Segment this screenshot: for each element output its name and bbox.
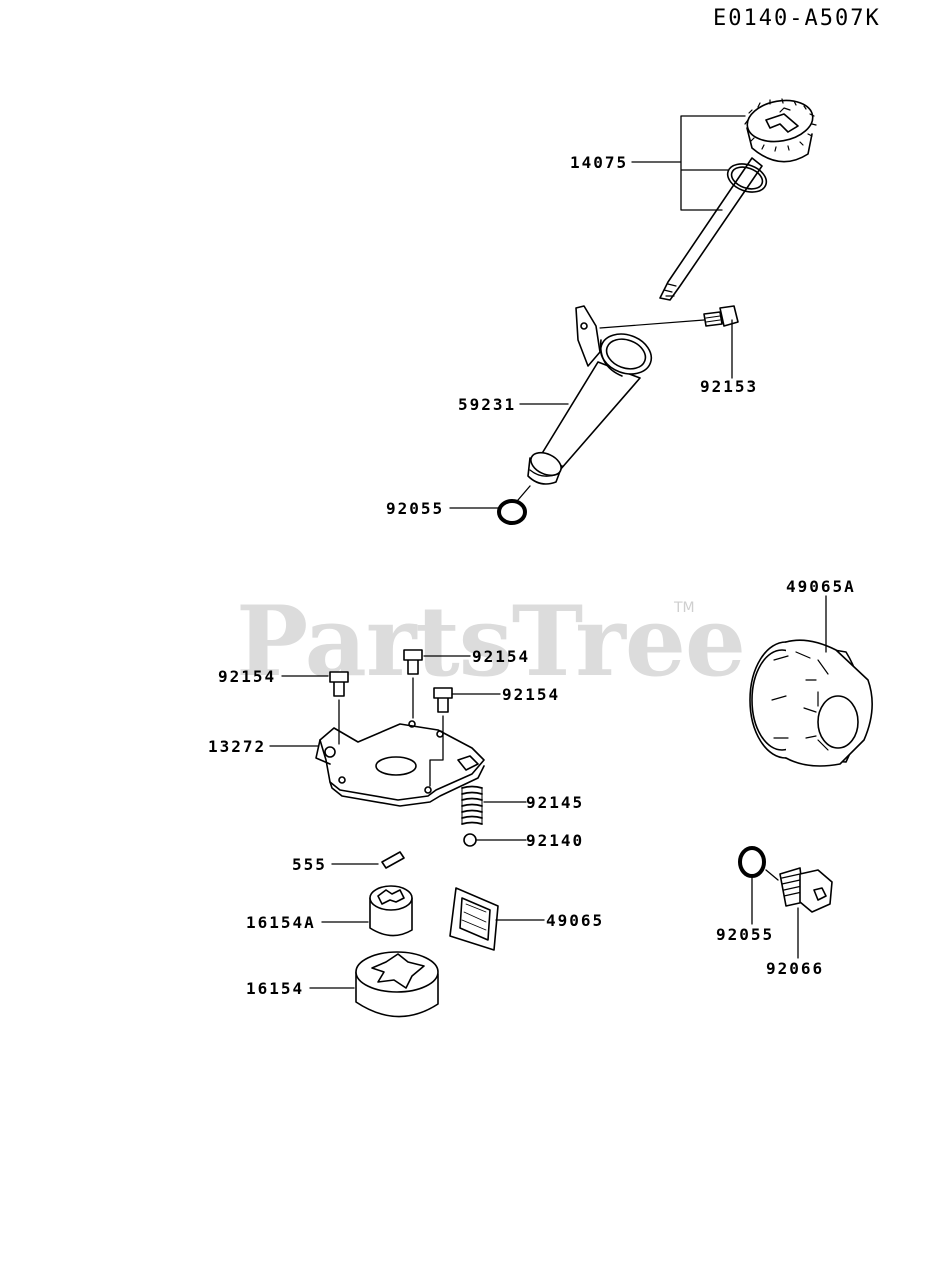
- part-label-92055-lower[interactable]: 92055: [716, 925, 775, 944]
- part-label-14075[interactable]: 14075: [570, 153, 629, 172]
- part-label-92145[interactable]: 92145: [526, 793, 585, 812]
- part-label-92153[interactable]: 92153: [700, 377, 759, 396]
- pump-cover-illustration: [269, 649, 501, 807]
- part-label-555[interactable]: 555: [292, 855, 327, 874]
- part-label-59231[interactable]: 59231: [458, 395, 517, 414]
- part-label-92055-upper[interactable]: 92055: [386, 499, 445, 518]
- watermark: PartsTree: [236, 585, 746, 698]
- drain-plug-illustration: [738, 846, 833, 959]
- part-label-92154-left[interactable]: 92154: [218, 667, 277, 686]
- diagram-code: E0140-A507K: [713, 6, 881, 31]
- part-label-16154A[interactable]: 16154A: [246, 913, 316, 932]
- inner-rotor-illustration: [321, 885, 413, 937]
- pin-illustration: [331, 851, 405, 869]
- part-label-92154-right[interactable]: 92154: [502, 685, 561, 704]
- part-label-13272[interactable]: 13272: [208, 737, 267, 756]
- watermark-trademark: TM: [674, 600, 695, 616]
- oil-filter-illustration: [749, 595, 873, 767]
- oil-screen-illustration: [449, 887, 545, 951]
- part-label-49065A[interactable]: 49065A: [786, 577, 856, 596]
- part-label-16154[interactable]: 16154: [246, 979, 305, 998]
- outer-rotor-illustration: [309, 951, 439, 1018]
- part-label-92154-top[interactable]: 92154: [472, 647, 531, 666]
- dipstick-illustration: [631, 98, 817, 301]
- oil-filler-tube-illustration: [449, 305, 739, 525]
- part-label-49065[interactable]: 49065: [546, 911, 605, 930]
- relief-spring-illustration: [461, 785, 527, 847]
- part-label-92066[interactable]: 92066: [766, 959, 825, 978]
- part-label-92140[interactable]: 92140: [526, 831, 585, 850]
